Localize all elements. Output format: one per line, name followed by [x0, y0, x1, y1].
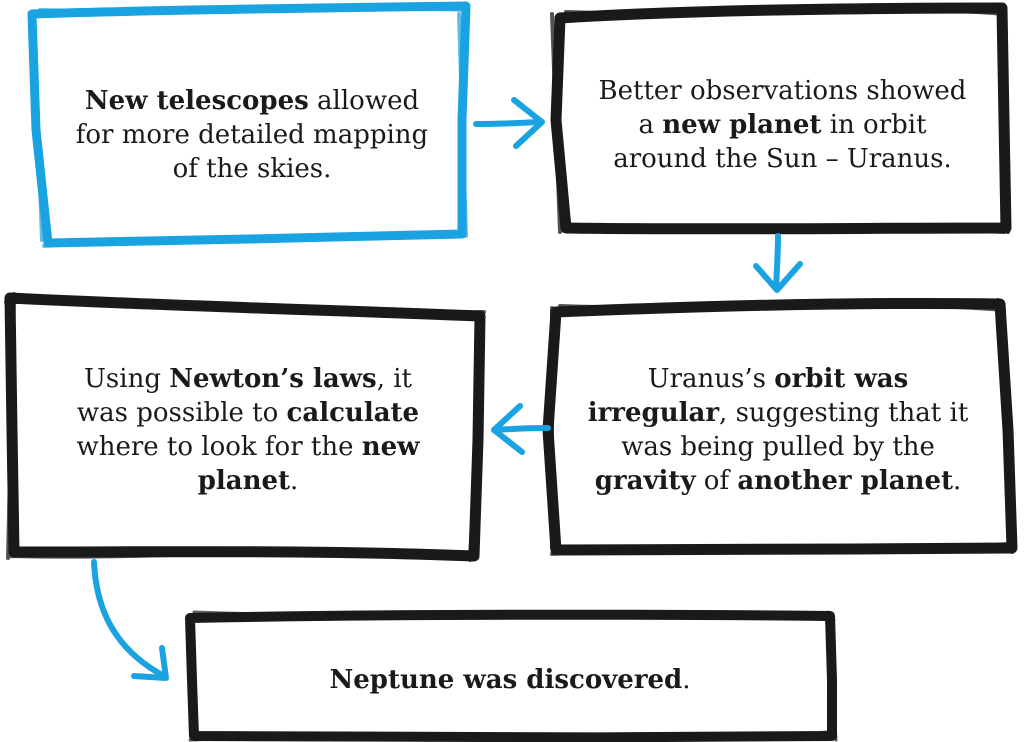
- box-1-border-rough: [32, 6, 470, 248]
- arrow-box1-to-box2: [473, 97, 545, 149]
- box-2-text: Better observations showed a new planet …: [575, 40, 990, 210]
- arrow-3-head: [491, 403, 525, 455]
- arrow-4-shaft: [91, 559, 167, 679]
- bold-term: New telescopes: [84, 86, 309, 116]
- bold-term: gravity: [594, 466, 696, 496]
- box-5-border-rough: [186, 610, 838, 742]
- bold-term: new planet: [662, 110, 822, 140]
- box-1-text-content: New telescopes allowed for more detailed…: [62, 84, 442, 186]
- arrow-4-head: [131, 645, 169, 681]
- text-run: Uranus’s: [647, 364, 775, 394]
- bold-term: another planet: [737, 466, 954, 496]
- text-run: .: [682, 665, 691, 695]
- box-3-frame: [542, 297, 1018, 556]
- box-3-border-rough: [550, 298, 1014, 556]
- box-4-frame: [4, 292, 486, 562]
- arrow-1-shaft: [473, 119, 543, 127]
- arrow-3-shaft: [491, 425, 551, 433]
- bold-term: orbit was irregular: [587, 364, 909, 428]
- text-run: .: [290, 466, 299, 496]
- text-run: Better observations showed a: [598, 76, 967, 140]
- text-run: where to look for the: [76, 432, 362, 462]
- box-4-text-content: Using Newton’s laws, it was possible to …: [58, 362, 438, 498]
- arrow-box4-to-box5: [91, 559, 169, 681]
- bold-term: calculate: [286, 398, 420, 428]
- text-run: of: [695, 466, 738, 496]
- text-run: allowed for more detailed mapping of the…: [75, 86, 429, 184]
- bold-term: Neptune was discovered: [329, 665, 683, 695]
- bold-term: Newton’s laws: [169, 364, 377, 394]
- box-5-frame: [185, 609, 838, 742]
- box-2-text-content: Better observations showed a new planet …: [588, 74, 978, 176]
- text-run: , suggesting that it was being pulled by…: [621, 398, 969, 462]
- arrow-box2-to-box3: [753, 233, 803, 293]
- arrow-2-head: [753, 261, 803, 293]
- box-3-text: Uranus’s orbit was irregular, suggesting…: [568, 325, 988, 535]
- box-5-text: Neptune was discovered.: [200, 625, 820, 735]
- arrow-1-head: [511, 97, 545, 149]
- box-5-text-content: Neptune was discovered.: [329, 663, 690, 697]
- box-1-text: New telescopes allowed for more detailed…: [52, 60, 452, 210]
- text-run: in orbit around the Sun – Uranus.: [613, 110, 952, 174]
- box-4-text: Using Newton’s laws, it was possible to …: [28, 335, 468, 525]
- box-1-frame: [27, 1, 471, 248]
- box-2-border-rough: [550, 4, 1010, 234]
- text-run: , it was possible to: [76, 364, 412, 428]
- box-4-border-rough: [4, 292, 486, 562]
- text-run: .: [953, 466, 962, 496]
- arrow-box3-to-box4: [491, 403, 551, 455]
- text-run: Using: [84, 364, 170, 394]
- arrow-2-shaft: [773, 233, 781, 291]
- bold-term: new planet: [197, 432, 420, 496]
- box-2-frame: [550, 2, 1012, 235]
- box-3-text-content: Uranus’s orbit was irregular, suggesting…: [583, 362, 973, 498]
